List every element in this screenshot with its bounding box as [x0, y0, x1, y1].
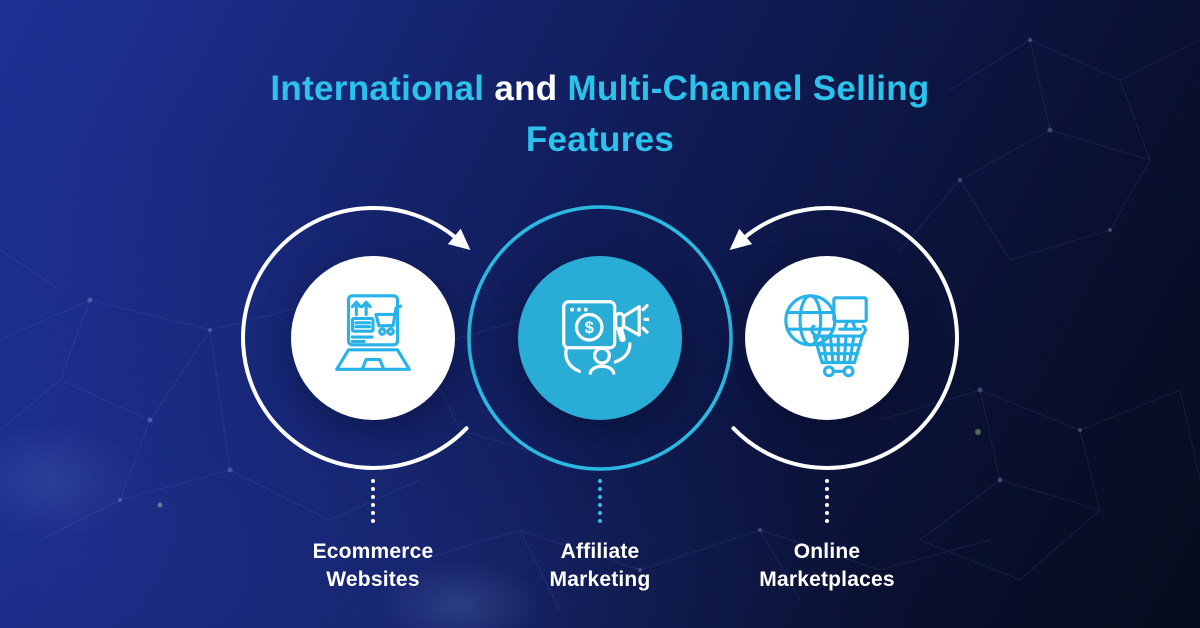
channel-label-ecommerce: Ecommerce Websites — [253, 538, 493, 594]
globe-monitor-basket-icon — [784, 294, 868, 378]
channel-circle-marketplace — [745, 256, 909, 420]
accent-ring — [467, 205, 733, 471]
channel-label-line1: Online — [793, 540, 861, 563]
title-connector: and — [494, 69, 558, 109]
laptop-shopping-cart-icon — [335, 294, 411, 371]
dotted-connector-ecommerce — [371, 479, 375, 523]
title-line-1: International and Multi-Channel Selling — [270, 69, 929, 108]
channel-label-line1: Ecommerce — [312, 540, 434, 563]
arrowhead-icon — [729, 228, 753, 250]
dotted-connector-marketplace — [825, 479, 829, 523]
channel-circle-affiliate: $ — [518, 256, 682, 420]
arrowhead-icon — [447, 228, 471, 250]
title-highlight-2: Multi-Channel Selling — [567, 69, 930, 109]
title-highlight-1: International — [270, 69, 485, 109]
browser-dollar-megaphone-icon: $ — [562, 300, 649, 375]
channel-label-line2: Websites — [326, 568, 420, 591]
channel-label-marketplace: Online Marketplaces — [707, 538, 947, 594]
title-line-2: Features — [525, 120, 675, 160]
dotted-connector-affiliate — [598, 479, 602, 523]
page-title: International and Multi-Channel Selling … — [0, 63, 1200, 165]
dollar-glyph: $ — [585, 318, 595, 337]
counterclockwise-arrow-arc — [729, 206, 959, 470]
channel-label-line1: Affiliate — [560, 540, 640, 563]
channel-circle-ecommerce — [291, 256, 455, 420]
background-glow — [0, 420, 140, 540]
channel-label-line2: Marketing — [549, 568, 651, 591]
channel-label-line2: Marketplaces — [759, 568, 895, 591]
clockwise-arrow-arc — [241, 206, 471, 470]
channel-label-affiliate: Affiliate Marketing — [480, 538, 720, 594]
